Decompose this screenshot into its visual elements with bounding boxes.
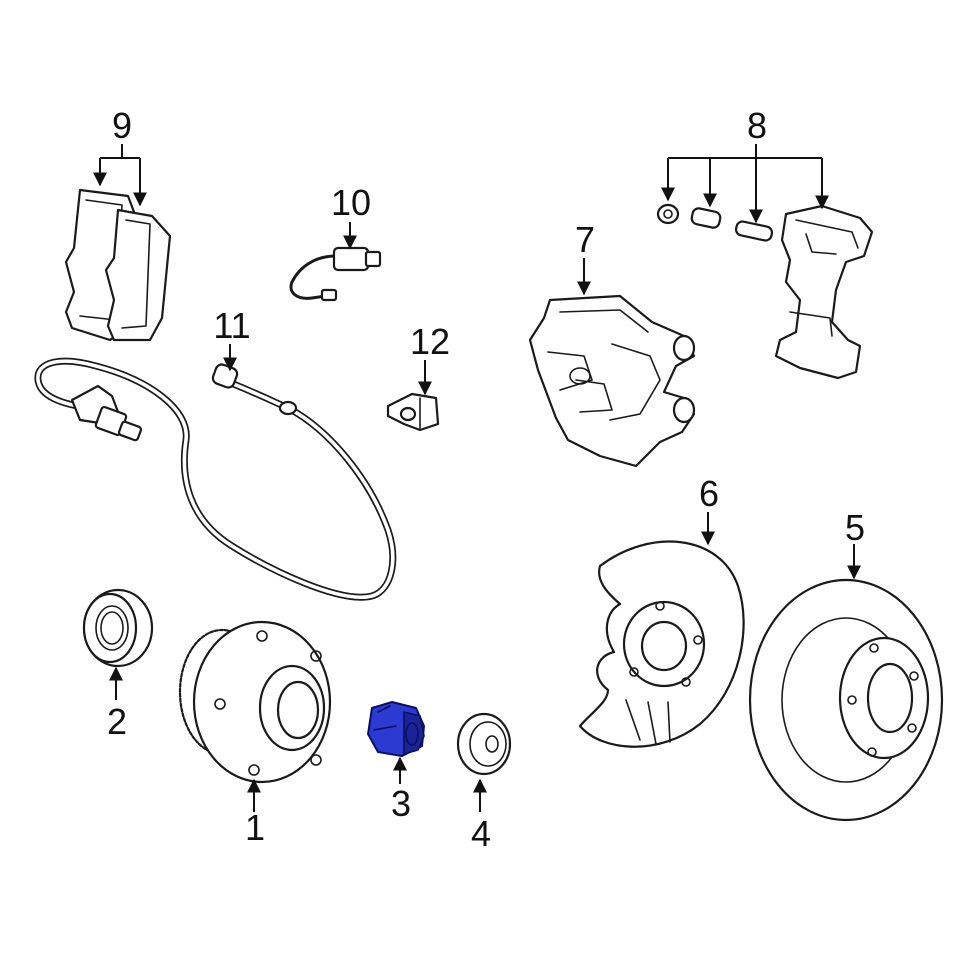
leader-9 (93, 144, 147, 207)
callout-11: 11 (213, 305, 250, 346)
abs-sensor-cable-part-11[interactable] (34, 357, 397, 601)
callout-7: 7 (575, 219, 595, 260)
caliper-bracket-part-8[interactable] (774, 204, 874, 380)
callout-1: 1 (245, 807, 265, 848)
callout-12: 12 (410, 321, 450, 362)
abs-sensor[interactable] (70, 384, 143, 442)
callout-6: 6 (699, 473, 719, 514)
callout-3: 3 (391, 783, 411, 824)
guide-pins[interactable] (656, 203, 774, 242)
brake-pads-part-9[interactable] (64, 188, 172, 342)
dust-cap-part-4[interactable] (456, 712, 512, 776)
callout-8: 8 (747, 105, 767, 146)
callout-9: 9 (112, 105, 132, 146)
wheel-hub-part-1[interactable] (178, 620, 332, 784)
brake-rotor-part-5[interactable] (748, 578, 944, 822)
hub-nut-part-3[interactable] (367, 701, 425, 757)
dust-shield-part-6[interactable] (578, 540, 745, 748)
leader-8 (661, 144, 829, 224)
callout-4: 4 (471, 813, 491, 854)
callout-2: 2 (107, 701, 127, 742)
callout-5: 5 (845, 507, 865, 548)
wear-sensor-part-10[interactable] (289, 246, 382, 302)
seal-part-2[interactable] (82, 588, 154, 668)
caliper-part-7[interactable] (528, 294, 696, 468)
clip-part-12[interactable] (386, 392, 440, 432)
callout-10: 10 (331, 182, 371, 223)
